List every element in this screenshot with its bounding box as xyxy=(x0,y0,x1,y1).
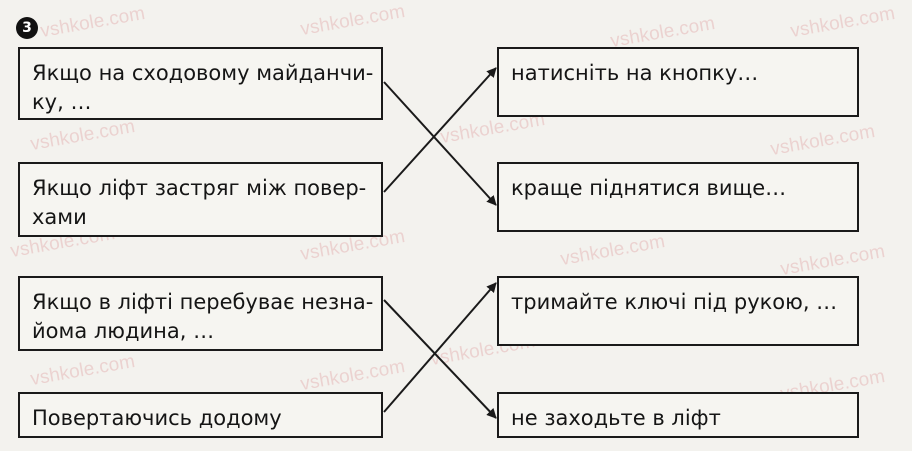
left-item-1[interactable]: Якщо на сходовому майданчи- ку, … xyxy=(18,47,383,120)
left-item-text: йома людина, … xyxy=(32,319,215,343)
right-item-3[interactable]: тримайте ключі під рукою, … xyxy=(497,276,859,346)
left-item-text: ку, … xyxy=(32,90,92,114)
match-arrow-3-to-4 xyxy=(383,299,497,419)
right-item-text: не заходьте в ліфт xyxy=(511,406,721,430)
left-item-text: Якщо в ліфті перебуває незна- xyxy=(32,290,374,314)
right-item-1[interactable]: натисніть на кнопку… xyxy=(497,47,859,117)
right-item-text: краще піднятися вище… xyxy=(511,176,787,200)
match-arrow-2-to-1 xyxy=(383,67,497,193)
left-item-text: хами xyxy=(32,205,87,229)
match-arrow-4-to-3 xyxy=(383,282,497,413)
left-item-text: Якщо ліфт застряг між повер- xyxy=(32,176,367,200)
left-item-3[interactable]: Якщо в ліфті перебуває незна- йома людин… xyxy=(18,276,383,351)
right-item-2[interactable]: краще піднятися вище… xyxy=(497,162,859,232)
match-arrow-1-to-2 xyxy=(383,81,497,206)
right-item-text: натисніть на кнопку… xyxy=(511,61,759,85)
left-item-4[interactable]: Повертаючись додому xyxy=(18,392,383,438)
left-item-text: Якщо на сходовому майданчи- xyxy=(32,61,374,85)
exercise-number-badge: 3 xyxy=(16,17,38,39)
right-item-text: тримайте ключі під рукою, … xyxy=(511,290,838,314)
left-item-2[interactable]: Якщо ліфт застряг між повер- хами xyxy=(18,162,383,237)
right-item-4[interactable]: не заходьте в ліфт xyxy=(497,392,859,438)
left-item-text: Повертаючись додому xyxy=(32,406,282,430)
